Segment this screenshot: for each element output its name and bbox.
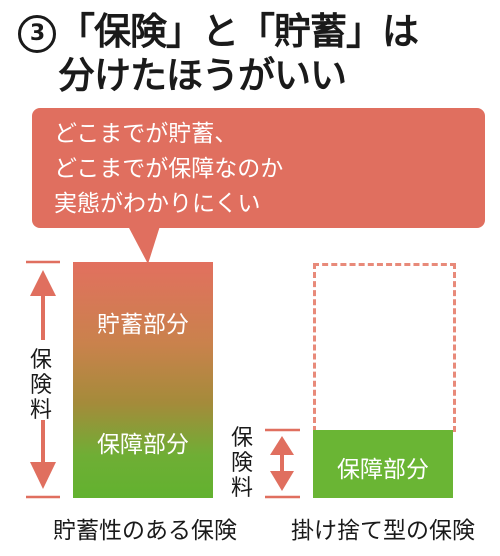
protection-part-label-term: 保障部分 xyxy=(337,457,429,483)
premium-char: 険 xyxy=(230,451,253,476)
savings-insurance-bar xyxy=(73,262,213,498)
premium-char: 料 xyxy=(29,398,52,423)
savings-part-label: 貯蓄部分 xyxy=(97,312,189,338)
caption-savings-insurance: 貯蓄性のある保険 xyxy=(53,518,237,544)
term-insurance-bar xyxy=(313,430,453,498)
heading: 3「保険」と「貯蓄」は 分けたほうがいい xyxy=(18,10,488,98)
bubble-line-2: どこまでが保障なのか xyxy=(54,156,284,182)
number-badge: 3 xyxy=(18,15,56,53)
premium-label-term: 保 険 料 xyxy=(228,426,256,501)
protection-part-label-savings: 保障部分 xyxy=(97,432,189,458)
speech-bubble xyxy=(32,108,485,228)
heading-line-2: 分けたほうがいい xyxy=(58,54,347,97)
premium-char: 料 xyxy=(230,476,253,501)
premium-bracket-term xyxy=(265,428,300,499)
heading-line-1-text: 「保険」と「貯蓄」は xyxy=(58,10,419,53)
bubble-line-1: どこまでが貯蓄、 xyxy=(54,121,238,147)
premium-char: 保 xyxy=(29,348,52,373)
premium-bracket-savings xyxy=(26,260,60,499)
premium-label-savings: 保 険 料 xyxy=(27,348,55,423)
caption-term-insurance: 掛け捨て型の保険 xyxy=(291,518,475,544)
premium-char: 険 xyxy=(29,373,52,398)
speech-bubble-text: どこまでが貯蓄、 どこまでが保障なのか 実態がわかりにくい xyxy=(54,117,474,222)
premium-char: 保 xyxy=(230,426,253,451)
bubble-line-3: 実態がわかりにくい xyxy=(54,191,261,217)
term-insurance-empty-outline xyxy=(313,263,456,432)
heading-line-1: 3「保険」と「貯蓄」は xyxy=(18,10,488,54)
